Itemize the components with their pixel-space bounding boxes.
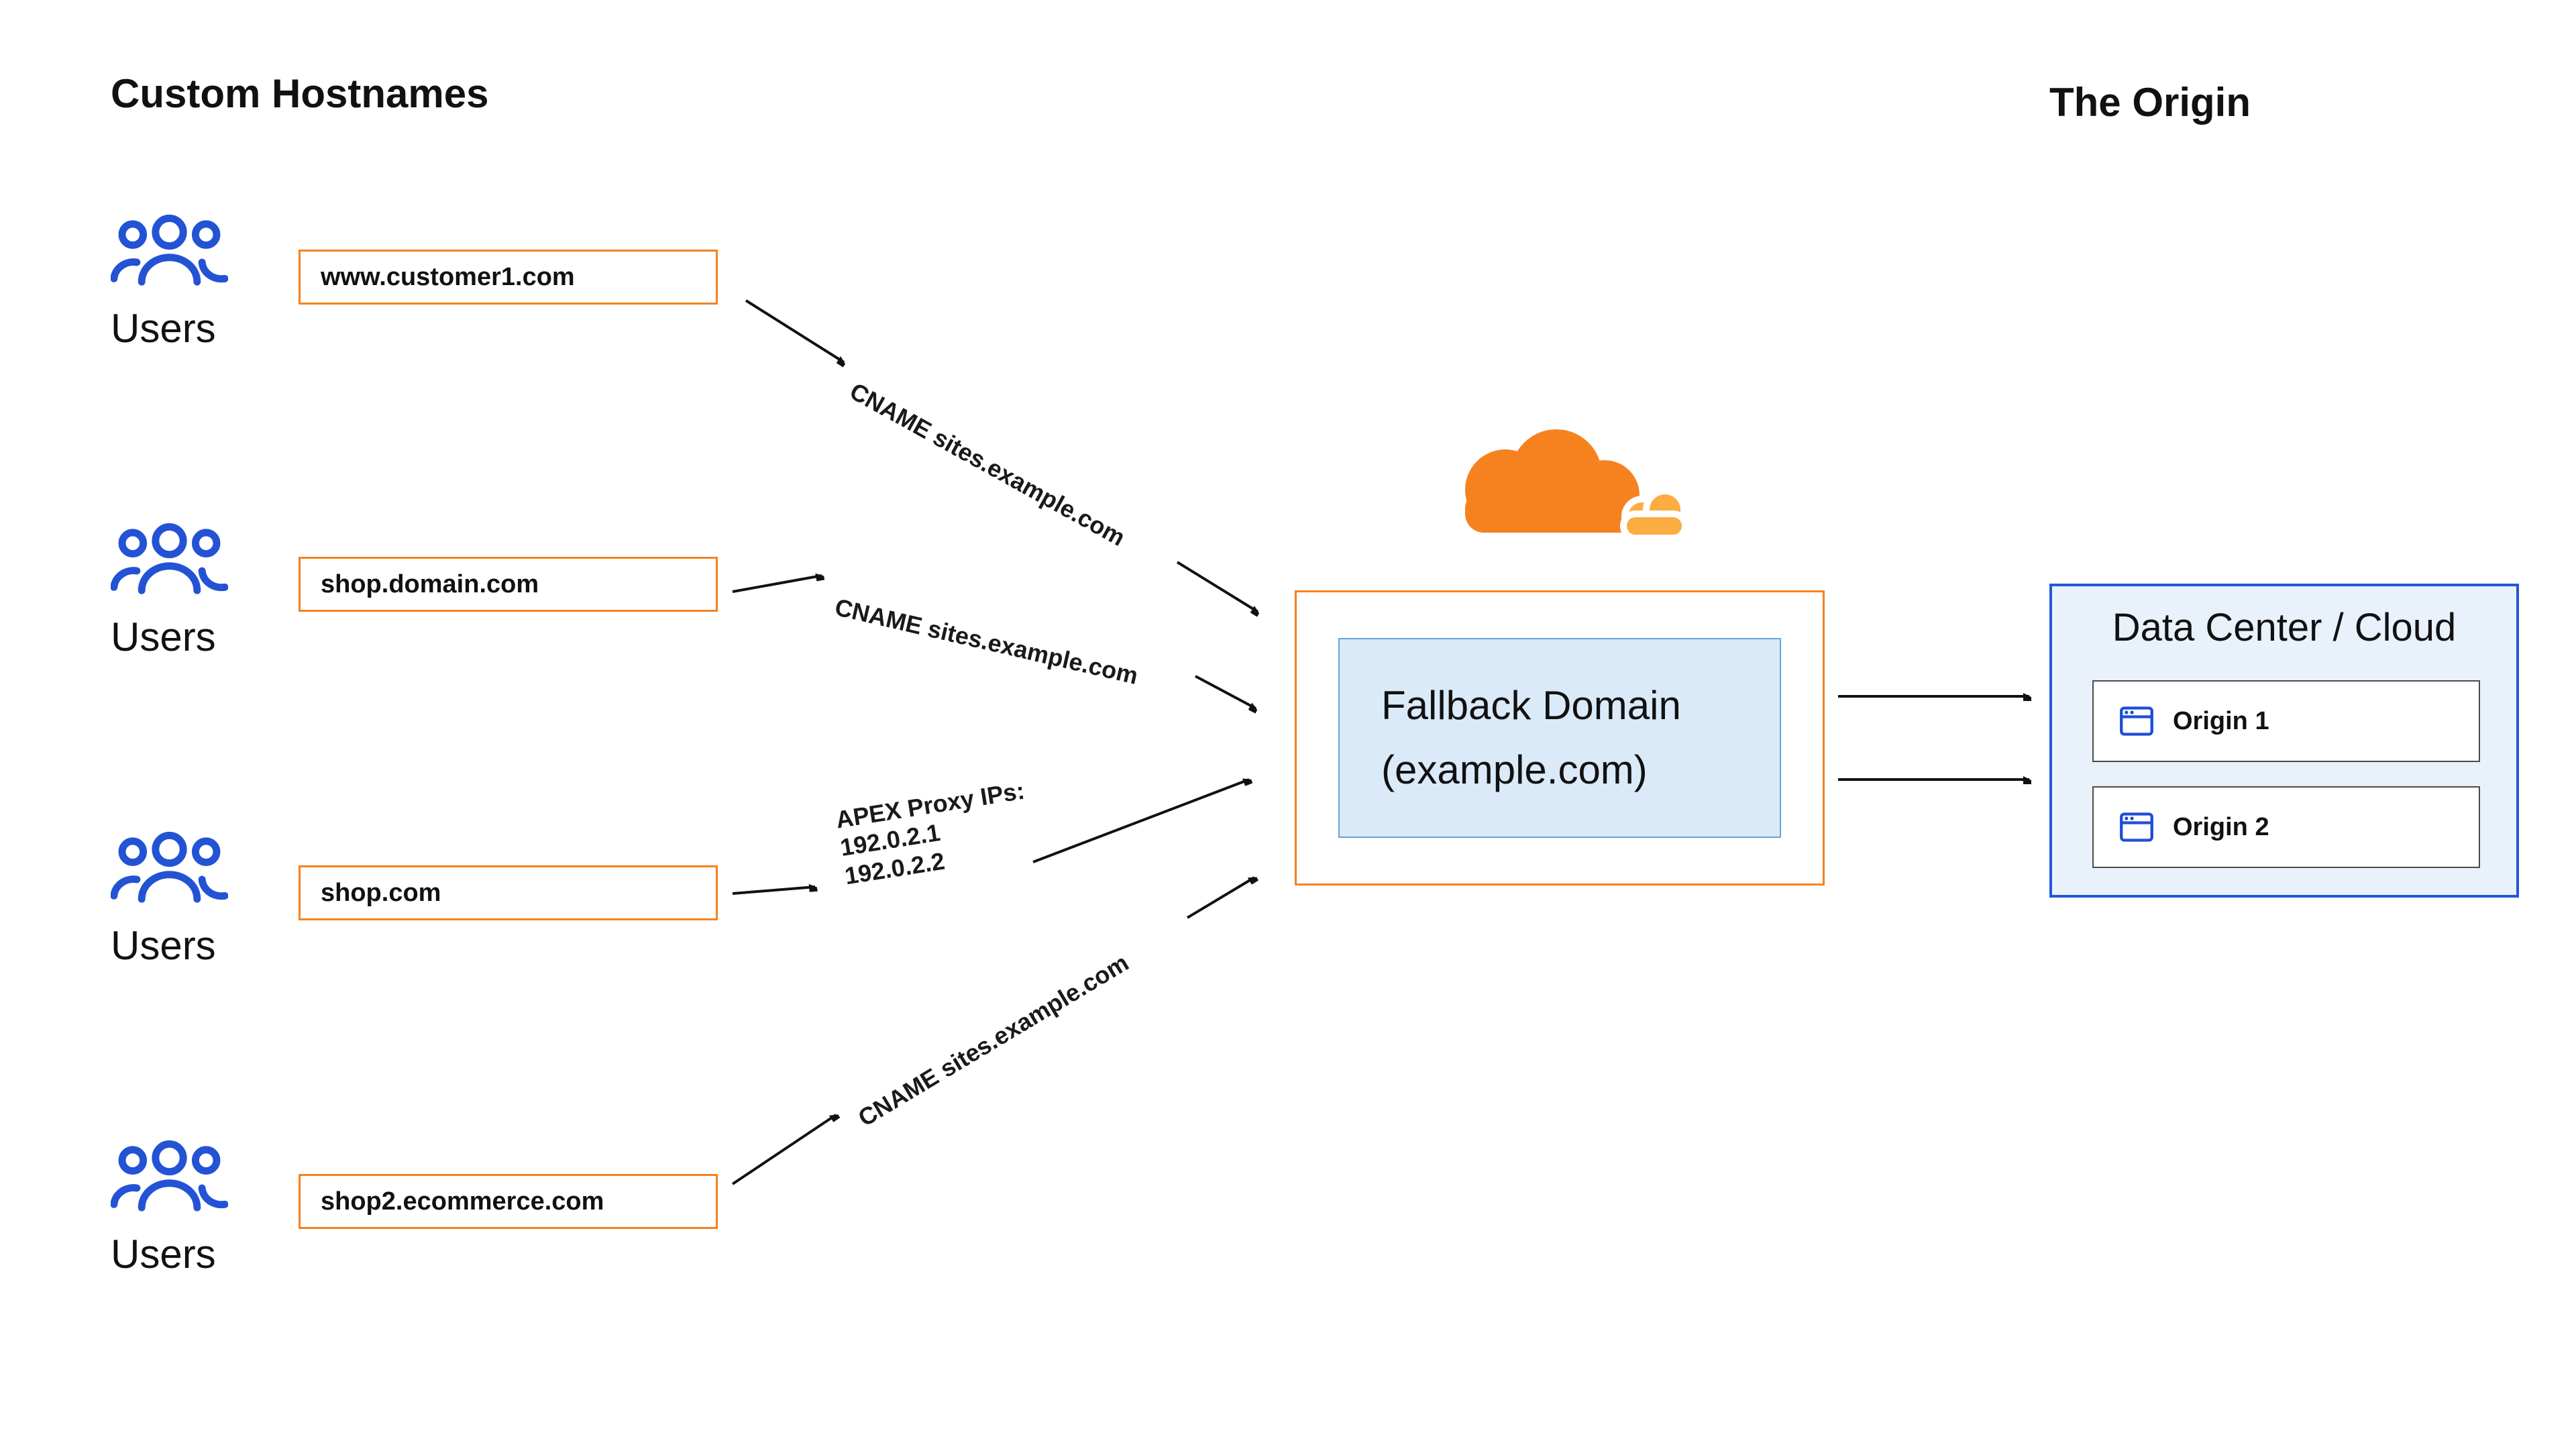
arrow-hostname4-to-label bbox=[731, 1115, 836, 1185]
users-label: Users bbox=[111, 614, 216, 659]
cloudflare-zone-box: Fallback Domain (example.com) bbox=[1295, 590, 1825, 885]
data-center-title: Data Center / Cloud bbox=[2112, 606, 2457, 649]
users-group-1 bbox=[111, 213, 228, 288]
users-icon bbox=[111, 523, 228, 594]
hostname-label: shop2.ecommerce.com bbox=[321, 1187, 604, 1216]
hostname-box-2: shop.domain.com bbox=[299, 557, 718, 612]
origin-2-label: Origin 2 bbox=[2173, 812, 2269, 841]
cloudflare-logo-icon bbox=[1465, 429, 1688, 541]
browser-window-icon bbox=[2120, 706, 2153, 736]
arrow-label3-to-fallback bbox=[1032, 778, 1249, 863]
users-icon bbox=[111, 831, 228, 903]
arrow-label1-to-fallback bbox=[1176, 561, 1258, 612]
arrow-hostname2-to-label bbox=[732, 576, 822, 593]
hostname-box-4: shop2.ecommerce.com bbox=[299, 1174, 718, 1229]
hostname-box-3: shop.com bbox=[299, 865, 718, 920]
origin-2-box: Origin 2 bbox=[2092, 786, 2480, 868]
origin-1-label: Origin 1 bbox=[2173, 706, 2269, 735]
users-label: Users bbox=[111, 923, 216, 968]
fallback-domain-box: Fallback Domain (example.com) bbox=[1338, 638, 1781, 838]
origin-1-box: Origin 1 bbox=[2092, 680, 2480, 762]
users-group-4 bbox=[111, 1139, 228, 1214]
fallback-domain-line1: Fallback Domain bbox=[1381, 683, 1681, 728]
the-origin-title: The Origin bbox=[2049, 80, 2251, 125]
hostname-label: shop.domain.com bbox=[321, 570, 539, 598]
users-group-3 bbox=[111, 830, 228, 906]
users-icon bbox=[111, 214, 228, 286]
arrow-label2-to-fallback bbox=[1195, 675, 1256, 708]
browser-window-icon bbox=[2120, 812, 2153, 842]
hostname-label: www.customer1.com bbox=[321, 262, 575, 291]
fallback-domain-line2: (example.com) bbox=[1381, 747, 1648, 792]
users-label: Users bbox=[111, 306, 216, 351]
arrow-hostname1-to-label bbox=[745, 299, 844, 362]
users-label: Users bbox=[111, 1232, 216, 1277]
hostname-box-1: www.customer1.com bbox=[299, 250, 718, 305]
data-center-panel: Data Center / Cloud Origin 1 Origin 2 bbox=[2049, 584, 2519, 898]
arrow-hostname3-to-label bbox=[732, 887, 815, 895]
users-icon bbox=[111, 1140, 228, 1212]
users-group-2 bbox=[111, 522, 228, 597]
custom-hostnames-title: Custom Hostnames bbox=[111, 71, 489, 116]
arrow-label4-to-fallback bbox=[1186, 877, 1254, 919]
hostname-label: shop.com bbox=[321, 878, 441, 907]
